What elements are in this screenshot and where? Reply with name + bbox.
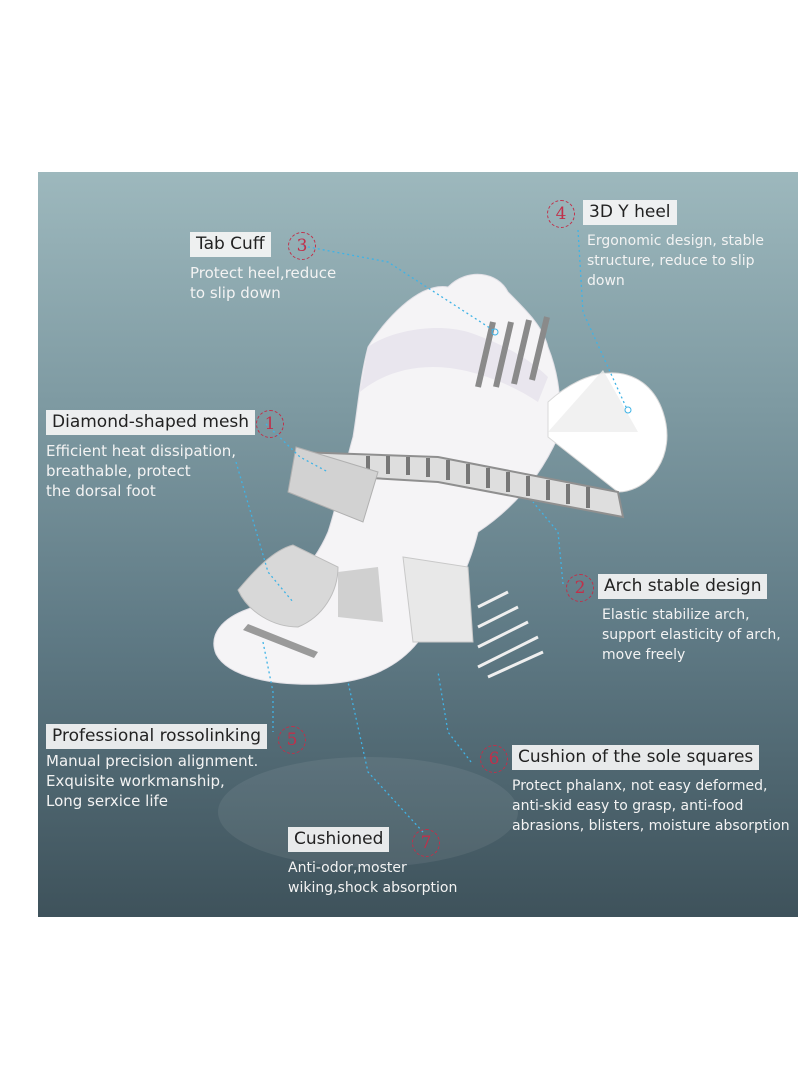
toe-stripe — [243, 624, 318, 658]
feature-sole-squares: 6 Cushion of the sole squares Protect ph… — [480, 745, 790, 836]
feature-rossolinking: Professional rossolinking 5 Manual preci… — [46, 724, 306, 811]
feature-description: Elastic stabilize arch, support elastici… — [602, 607, 781, 663]
feature-description: Manual precision alignment. Exquisite wo… — [46, 752, 259, 810]
number-badge: 5 — [278, 726, 306, 754]
number-badge: 4 — [547, 200, 575, 228]
anchor-dot-tab-cuff — [491, 328, 499, 336]
feature-title: Diamond-shaped mesh — [46, 410, 256, 435]
feature-tab-cuff: Tab Cuff 3 Protect heel,reduce to slip d… — [190, 232, 336, 303]
feature-cushioned: Cushioned 7 Anti-odor,moster wiking,shoc… — [288, 827, 457, 898]
number-badge: 1 — [256, 410, 284, 438]
feature-title: Cushioned — [288, 827, 390, 852]
feature-arch-stable: 2 Arch stable design Elastic stabilize a… — [566, 574, 781, 665]
feature-title: Arch stable design — [598, 574, 768, 599]
number-badge: 6 — [480, 745, 508, 773]
feature-description: Ergonomic design, stable structure, redu… — [587, 233, 765, 289]
mesh-panel — [287, 446, 379, 523]
cuff-stripes — [475, 316, 550, 388]
sole-lines — [477, 590, 544, 679]
toe-mesh-piece — [237, 544, 339, 628]
feature-description: Protect heel,reduce to slip down — [190, 264, 337, 302]
feature-3d-y-heel: 4 3D Y heel Ergonomic design, stable str… — [547, 200, 764, 291]
feature-description: Protect phalanx, not easy deformed, anti… — [512, 778, 790, 834]
anchor-dot-heel — [624, 406, 632, 414]
feature-description: Efficient heat dissipation, breathable, … — [46, 442, 237, 500]
feature-description: Anti-odor,moster wiking,shock absorption — [288, 860, 458, 896]
feature-diamond-mesh: Diamond-shaped mesh 1 Efficient heat dis… — [46, 410, 284, 501]
number-badge: 2 — [566, 574, 594, 602]
heel-inset — [548, 370, 638, 432]
number-badge: 7 — [412, 829, 440, 857]
feature-title: Professional rossolinking — [46, 724, 268, 749]
sole-mesh-piece — [338, 567, 383, 622]
infographic-panel: Tab Cuff 3 Protect heel,reduce to slip d… — [38, 172, 798, 917]
arch-band-stripes — [366, 456, 590, 508]
number-badge: 3 — [288, 232, 316, 260]
feature-title: 3D Y heel — [583, 200, 677, 225]
sock-cuff-shadow — [360, 327, 548, 402]
feature-title: Cushion of the sole squares — [512, 745, 760, 770]
feature-title: Tab Cuff — [190, 232, 271, 257]
sole-square-cushion — [402, 556, 474, 643]
